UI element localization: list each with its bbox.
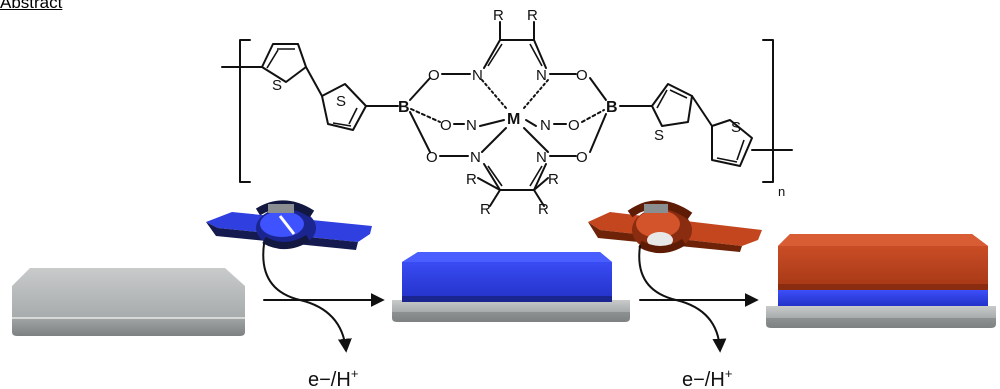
atom-label: O <box>426 149 438 166</box>
boron-label-right: B <box>606 99 618 116</box>
bare-substrate <box>12 268 245 336</box>
atom-label: N <box>470 149 481 166</box>
atom-label: N <box>466 117 477 134</box>
orange-monomer-model <box>588 200 762 253</box>
boron-label-left: B <box>398 99 410 116</box>
left-bracket <box>239 39 251 183</box>
right-thiophene-inner <box>651 83 693 127</box>
abstract-heading: Abstract <box>0 0 63 12</box>
metal-label: M <box>507 111 520 128</box>
left-thiophene-inner <box>321 83 367 131</box>
right-bracket <box>762 39 774 183</box>
sulfur-label-2: S <box>336 93 346 110</box>
byproduct-label-1: e−/H+ <box>308 366 358 389</box>
atom-label: R <box>548 171 559 188</box>
atom-label: N <box>472 67 483 84</box>
atom-label: R <box>538 201 549 218</box>
byproduct-label-2: e−/H+ <box>682 366 732 389</box>
left-thiophene-outer <box>261 43 307 83</box>
polymer-structure: n S S B O O O N N N <box>221 7 793 218</box>
atom-label: O <box>440 117 452 134</box>
sulfur-label-1: S <box>272 77 282 94</box>
reaction-arrow-2 <box>638 245 759 353</box>
atom-label: O <box>576 67 588 84</box>
bilayer-coated-substrate <box>766 234 996 328</box>
atom-label: R <box>527 7 538 24</box>
repeat-subscript: n <box>778 184 785 199</box>
atom-label: R <box>480 201 491 218</box>
atom-label: R <box>466 171 477 188</box>
atom-label: O <box>576 149 588 166</box>
blue-monomer-model <box>206 200 372 250</box>
right-thiophene-outer <box>711 119 753 167</box>
atom-label: O <box>568 117 580 134</box>
atom-label: R <box>493 7 504 24</box>
atom-label: O <box>428 67 440 84</box>
atom-label: N <box>536 149 547 166</box>
atom-label: N <box>540 117 551 134</box>
sulfur-label-3: S <box>654 127 664 144</box>
sulfur-label-4: S <box>731 119 741 136</box>
reaction-arrow-1 <box>262 243 385 353</box>
blue-coated-substrate <box>392 252 630 322</box>
atom-label: N <box>536 67 547 84</box>
